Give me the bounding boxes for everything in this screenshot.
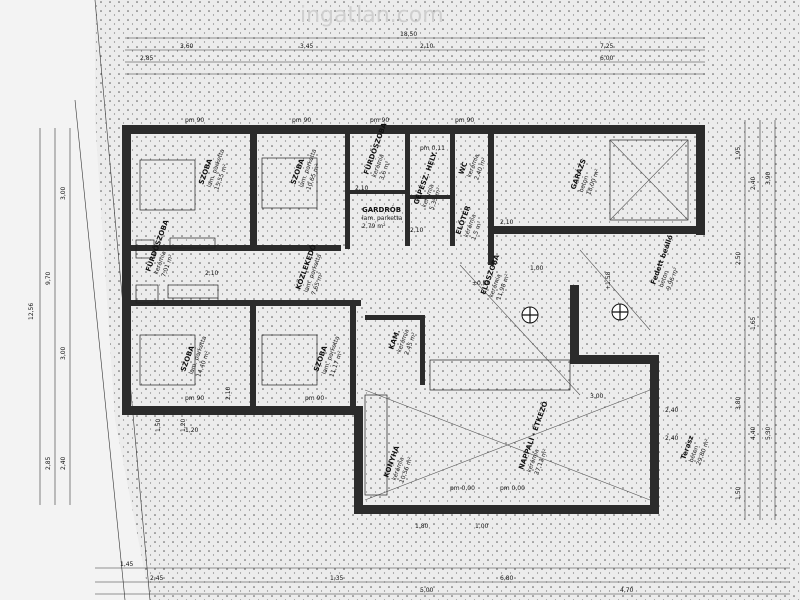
dim-inner-7: 2,40 — [665, 407, 679, 414]
dim-inner-11: 1,50 — [155, 418, 162, 432]
dim-left-c: 3,00 — [60, 346, 67, 360]
room-gardrob: GARDRÓB lam. parketta 2,79 m² — [362, 205, 403, 230]
dim-inner-1: 2,10 — [205, 270, 219, 277]
dim-inner-4: 2,10 — [500, 219, 514, 226]
door-label-9: pm 0,00 — [500, 485, 525, 492]
dim-inner-2: 2,10 — [355, 185, 369, 192]
dim-inner-9: 3,00 — [590, 393, 604, 400]
level-garage: +1,58 — [605, 271, 612, 290]
dim-inner-6: 1,20 — [180, 418, 187, 432]
dim-bottom-e: 6,80 — [500, 575, 514, 582]
dim-bottom-g: 1,20 — [185, 427, 199, 434]
door-label-4: pm 90 — [455, 117, 474, 124]
dim-bottom-b: 2,45 — [150, 575, 164, 582]
door-label-2: pm 90 — [292, 117, 311, 124]
dim-left-d: 2,85 — [45, 456, 52, 470]
dim-right-e: 2,40 — [750, 176, 757, 190]
dim-right-g: 1,95 — [735, 146, 742, 160]
svg-text:GARDRÓB: GARDRÓB — [362, 205, 401, 214]
dim-bottom-f: 4,70 — [620, 587, 634, 594]
svg-text:2,79 m²: 2,79 m² — [362, 223, 386, 230]
dim-right-c: 5,30 — [765, 426, 772, 440]
dim-left-b: 3,00 — [60, 186, 67, 200]
dim-bottom-a: 1,45 — [120, 561, 134, 568]
door-label-7: pm 90 — [305, 395, 324, 402]
door-label-3: pm 90 — [370, 117, 389, 124]
level-zero: ±0,00 — [472, 280, 491, 287]
door-label-6: pm 90 — [185, 395, 204, 402]
dim-inner-8: 2,40 — [665, 435, 679, 442]
dim-left-a: 9,70 — [45, 271, 52, 285]
dim-right-d: 1,50 — [735, 486, 742, 500]
dim-top-f: 6,00 — [600, 55, 614, 62]
dim-left-e: 2,40 — [60, 456, 67, 470]
door-label-1: pm 90 — [185, 117, 204, 124]
dim-bottom-i: 1,00 — [475, 523, 489, 530]
site-plot-edge — [0, 0, 150, 600]
dim-top-c: 2,10 — [420, 43, 434, 50]
dim-top-b: 3,45 — [300, 43, 314, 50]
dim-right-a: 3,80 — [735, 396, 742, 410]
svg-text:WC: WC — [457, 161, 469, 176]
dim-top-e: 2,85 — [140, 55, 154, 62]
dim-bottom-c: 1,35 — [330, 575, 344, 582]
dim-left-total: 12,56 — [28, 303, 35, 320]
svg-text:lam. parketta: lam. parketta — [362, 215, 403, 222]
dim-inner-3: 2,10 — [410, 227, 424, 234]
dim-bottom-d: 5,00 — [420, 587, 434, 594]
watermark-text: ingatlan.com — [300, 3, 444, 28]
dim-right-h: 2,50 — [735, 251, 742, 265]
dim-top-total: 18,50 — [400, 31, 417, 38]
building-walls — [122, 125, 705, 514]
dim-top-a: 3,60 — [180, 43, 194, 50]
dim-right-i: 1,65 — [750, 316, 757, 330]
dim-right-b: 4,40 — [750, 426, 757, 440]
door-label-5: pm 0,11 — [420, 145, 445, 152]
dim-inner-10: 1,00 — [530, 265, 544, 272]
dim-top-d: 7,25 — [600, 43, 614, 50]
dim-right-f: 3,90 — [765, 171, 772, 185]
dim-bottom-h: 1,80 — [415, 523, 429, 530]
dim-inner-5: 2,10 — [225, 386, 232, 400]
site-plot-area — [95, 0, 800, 600]
door-label-8: pm 0,00 — [450, 485, 475, 492]
